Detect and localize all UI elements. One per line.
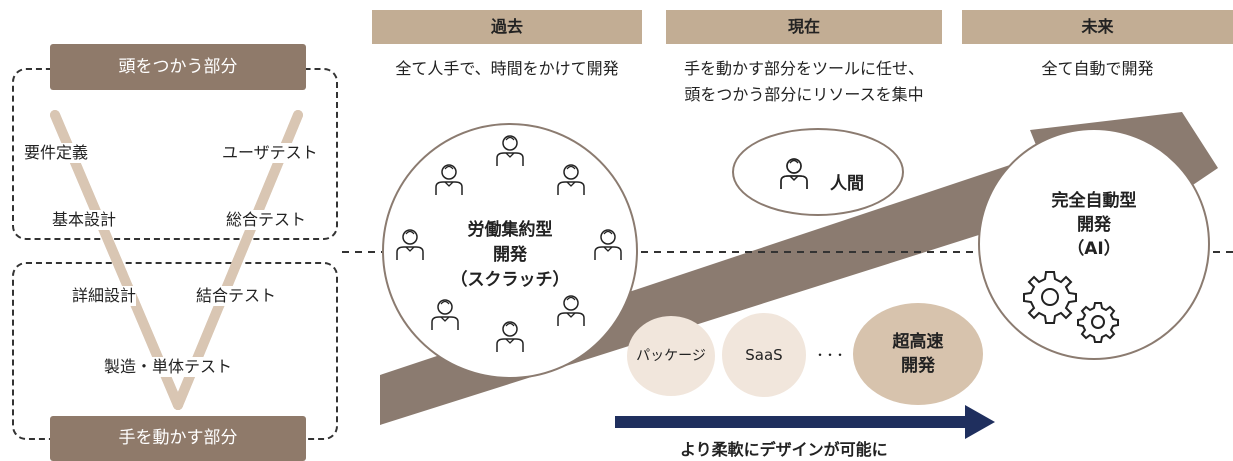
v-right-item-2: 総合テスト: [226, 210, 307, 230]
phase-header-past: 過去: [372, 10, 642, 44]
tool-super-fast: [853, 303, 983, 405]
phase-desc-past: 全て人手で、時間をかけて開発: [395, 59, 619, 78]
future-circle: [978, 128, 1210, 360]
phase-desc-present-2: 頭をつかう部分にリソースを集中: [684, 85, 924, 104]
flexibility-arrow: [615, 405, 995, 439]
future-circle-line-3: （AI）: [1067, 239, 1121, 259]
phase-header-present: 現在: [666, 10, 942, 44]
flexibility-label: より柔軟にデザインが可能に: [680, 440, 888, 459]
future-circle-line-1: 完全自動型: [1051, 191, 1137, 211]
tool-package: [627, 316, 715, 396]
v-left-item-1: 要件定義: [24, 143, 89, 163]
v-right-item-1: ユーザテスト: [222, 143, 318, 163]
v-right-item-3: 結合テスト: [196, 286, 277, 306]
hand-part-label: 手を動かす部分: [50, 416, 306, 461]
human-ellipse: [732, 128, 904, 216]
tool-ellipsis: ・・・: [813, 348, 846, 362]
tool-saas: [722, 313, 806, 397]
phase-desc-present-1: 手を動かす部分をツールに任せ、: [683, 59, 924, 78]
past-circle-line-3: （スクラッチ）: [450, 270, 570, 290]
future-circle-line-2: 開発: [1077, 215, 1111, 235]
human-label: 人間: [830, 174, 864, 194]
tool-super-fast-label-2: 開発: [901, 356, 935, 376]
tool-saas-label: SaaS: [745, 346, 783, 364]
past-circle-line-2: 開発: [493, 245, 527, 265]
phase-header-future: 未来: [962, 10, 1233, 44]
phase-desc-future: 全て自動で開発: [1041, 59, 1154, 78]
past-circle-line-1: 労働集約型: [467, 220, 553, 240]
tool-package-label: パッケージ: [636, 348, 706, 364]
v-left-item-2: 基本設計: [52, 210, 117, 230]
v-bottom-item: 製造・単体テスト: [104, 357, 233, 377]
v-left-item-3: 詳細設計: [72, 286, 137, 306]
head-part-label: 頭をつかう部分: [50, 44, 306, 90]
tool-super-fast-label-1: 超高速: [892, 332, 944, 352]
